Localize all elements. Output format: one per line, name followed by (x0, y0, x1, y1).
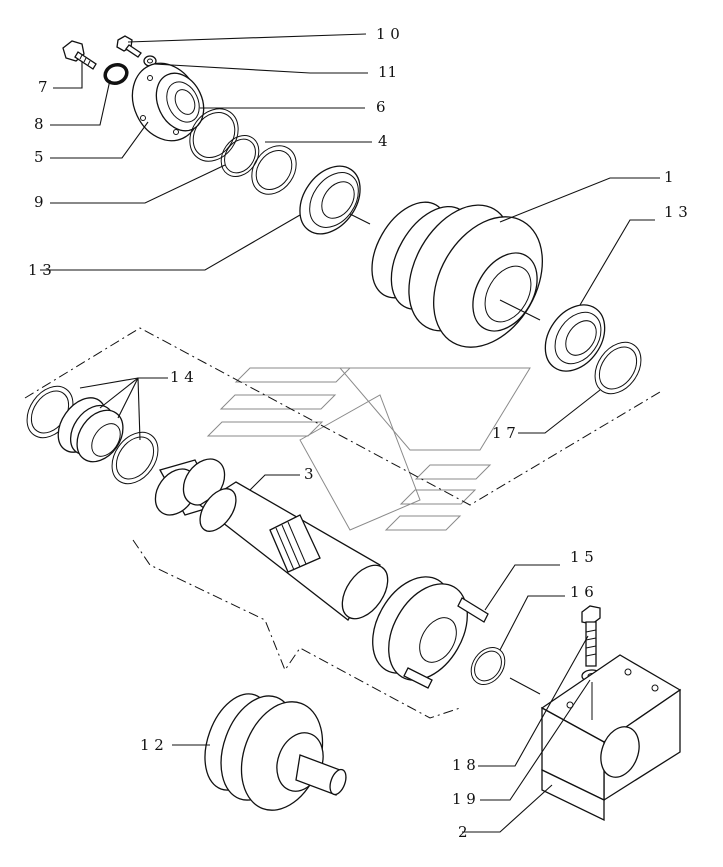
callout-10: 1 0 (376, 25, 400, 43)
part-13-bearing-left (299, 165, 371, 235)
callout-13-right: 1 3 (664, 203, 688, 221)
assembly-outline (24, 327, 661, 719)
callout-14: 1 4 (170, 368, 194, 386)
part-15-end-collar (372, 576, 489, 689)
part-4-ring (251, 145, 297, 195)
part-10-screw (116, 35, 142, 58)
part-3-shaft (198, 481, 389, 621)
part-2-support-bracket (540, 654, 682, 822)
callout-16: 1 6 (570, 583, 594, 601)
part-8-lock-ring (103, 62, 129, 86)
part-13-bearing-right (544, 304, 606, 372)
watermark-logo (206, 367, 531, 531)
part-7-bolt (62, 40, 97, 70)
callout-12: 1 2 (140, 736, 164, 754)
callout-11: 11 (378, 63, 397, 81)
callout-6: 6 (376, 98, 386, 116)
part-18-bolt (581, 605, 601, 667)
callout-9: 9 (34, 193, 44, 211)
callout-4: 4 (378, 132, 388, 150)
callout-3: 3 (304, 465, 314, 483)
part-17-o-ring (594, 341, 642, 395)
callout-labels: 7 8 5 9 1 3 1 0 11 6 4 1 1 3 1 4 1 7 3 1… (28, 25, 688, 841)
part-1-roller-body (371, 201, 543, 348)
callout-5: 5 (34, 148, 44, 166)
callout-18: 1 8 (452, 756, 476, 774)
part-12-assembled-roller (204, 693, 347, 811)
callout-15: 1 5 (570, 548, 594, 566)
callout-8: 8 (34, 115, 44, 133)
part-5-cover-flange (131, 62, 205, 142)
callout-19: 1 9 (452, 790, 476, 808)
callout-13-left: 1 3 (28, 261, 52, 279)
part-14-seal-group (26, 385, 159, 485)
callout-2: 2 (458, 823, 468, 841)
part-16-o-ring (470, 646, 541, 695)
callout-1: 1 (664, 168, 674, 186)
callout-7: 7 (38, 78, 48, 96)
part-9-seal-ring (220, 135, 260, 177)
leader-lines (40, 33, 660, 833)
callout-17: 1 7 (492, 424, 516, 442)
